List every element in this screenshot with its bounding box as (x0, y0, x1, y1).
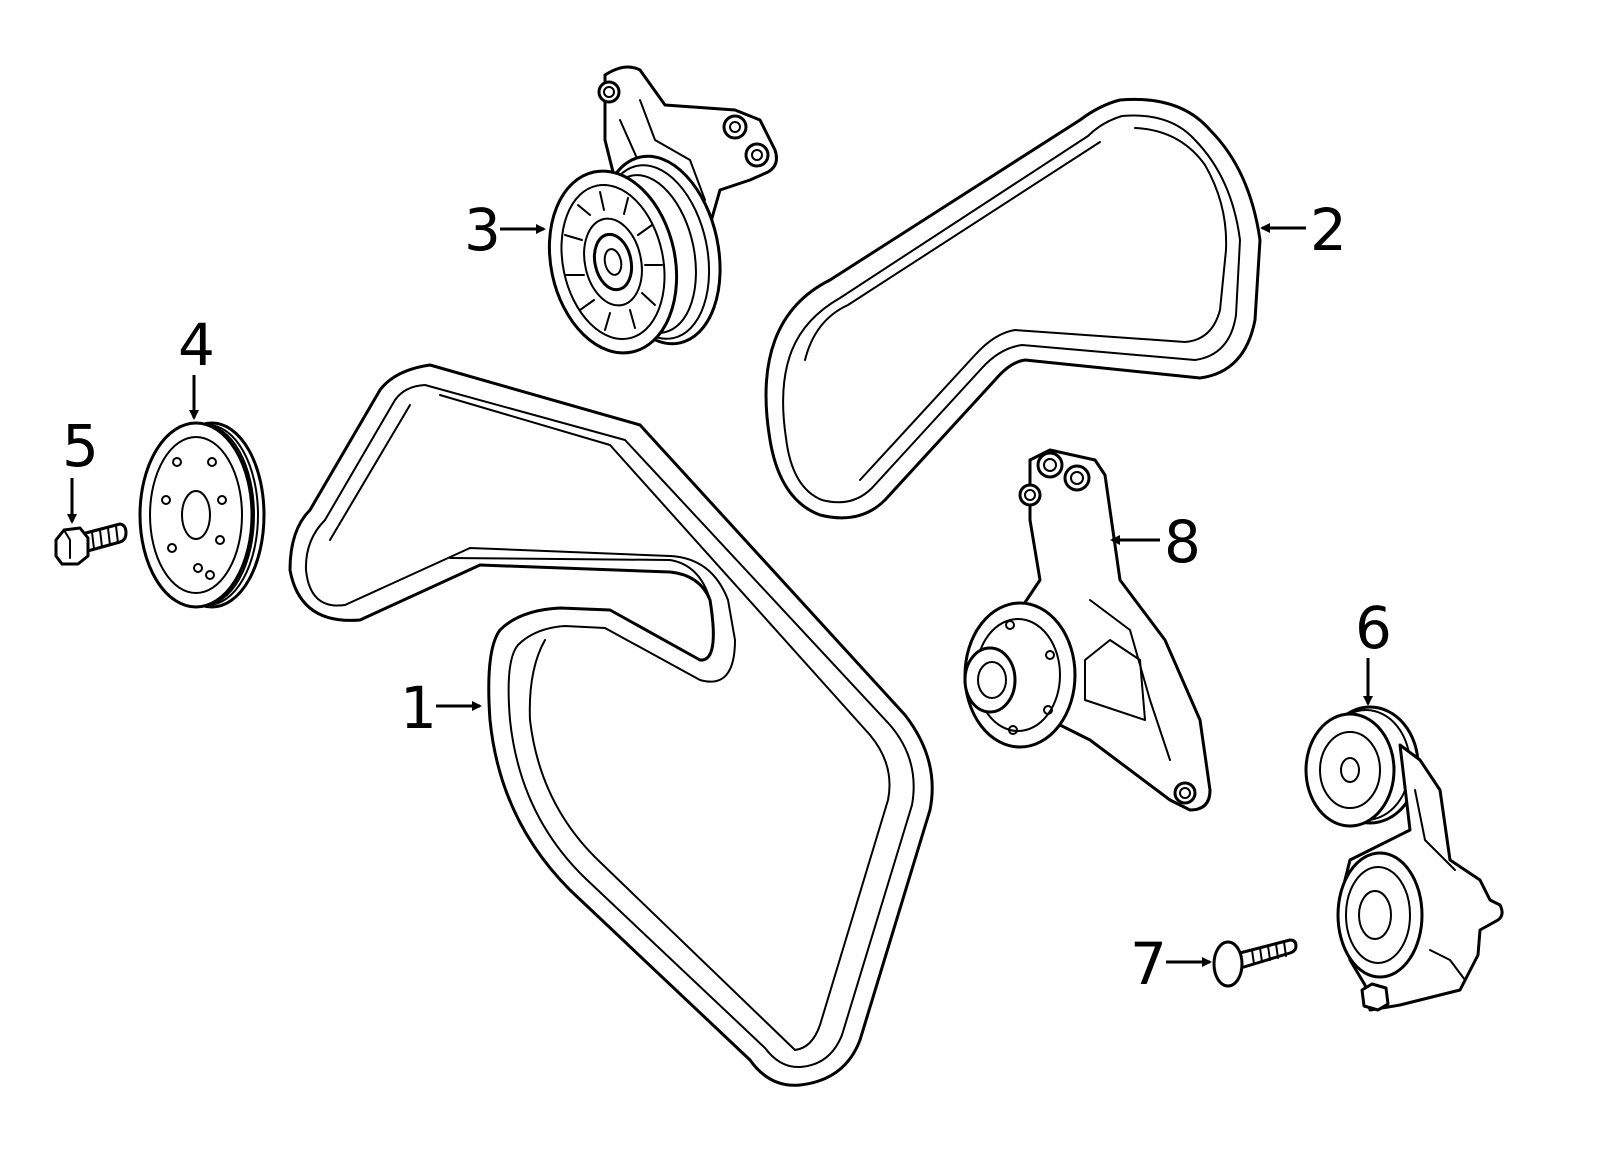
callout-4: 4 (178, 311, 215, 420)
idler-pulley-3[interactable] (533, 65, 778, 365)
callout-number-7: 7 (1130, 930, 1167, 998)
callout-number-6: 6 (1355, 594, 1392, 662)
callout-2: 2 (1260, 196, 1347, 264)
callout-number-4: 4 (178, 311, 215, 379)
callout-number-2: 2 (1310, 196, 1347, 264)
pulley-4[interactable] (138, 421, 266, 609)
callout-7: 7 (1130, 930, 1212, 998)
tensioner-6[interactable] (1304, 705, 1504, 1012)
callout-number-5: 5 (62, 412, 99, 480)
bolt-5[interactable] (54, 522, 128, 566)
callout-1: 1 (400, 674, 482, 742)
callout-number-3: 3 (464, 196, 501, 264)
drive-belt-1[interactable] (288, 363, 934, 1087)
drive-belt-2[interactable] (764, 97, 1262, 520)
callout-number-1: 1 (400, 674, 437, 742)
bracket-8[interactable] (963, 448, 1212, 812)
callout-5: 5 (62, 412, 99, 524)
bolt-7[interactable] (1212, 938, 1298, 988)
callout-6: 6 (1355, 594, 1392, 706)
callout-number-8: 8 (1164, 508, 1201, 576)
callout-8: 8 (1110, 508, 1201, 576)
callout-3: 3 (464, 196, 546, 264)
